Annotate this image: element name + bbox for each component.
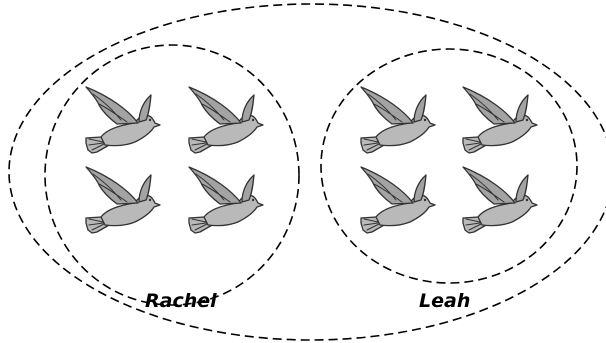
dove-icon — [189, 87, 263, 153]
dove-icon — [463, 167, 537, 233]
group-rachel: Rachel — [45, 45, 299, 312]
dove-icon — [86, 167, 160, 233]
rachel-label: Rachel — [145, 290, 217, 312]
dove-icon — [463, 87, 537, 153]
dove-icon — [361, 167, 435, 233]
group-leah: Leah — [321, 49, 577, 312]
rachel-set-boundary — [45, 45, 299, 305]
dove-icon — [86, 87, 160, 153]
leah-set-boundary — [321, 49, 577, 283]
dove-icon — [361, 87, 435, 153]
dove-icon — [189, 167, 263, 233]
leah-label: Leah — [419, 290, 470, 312]
